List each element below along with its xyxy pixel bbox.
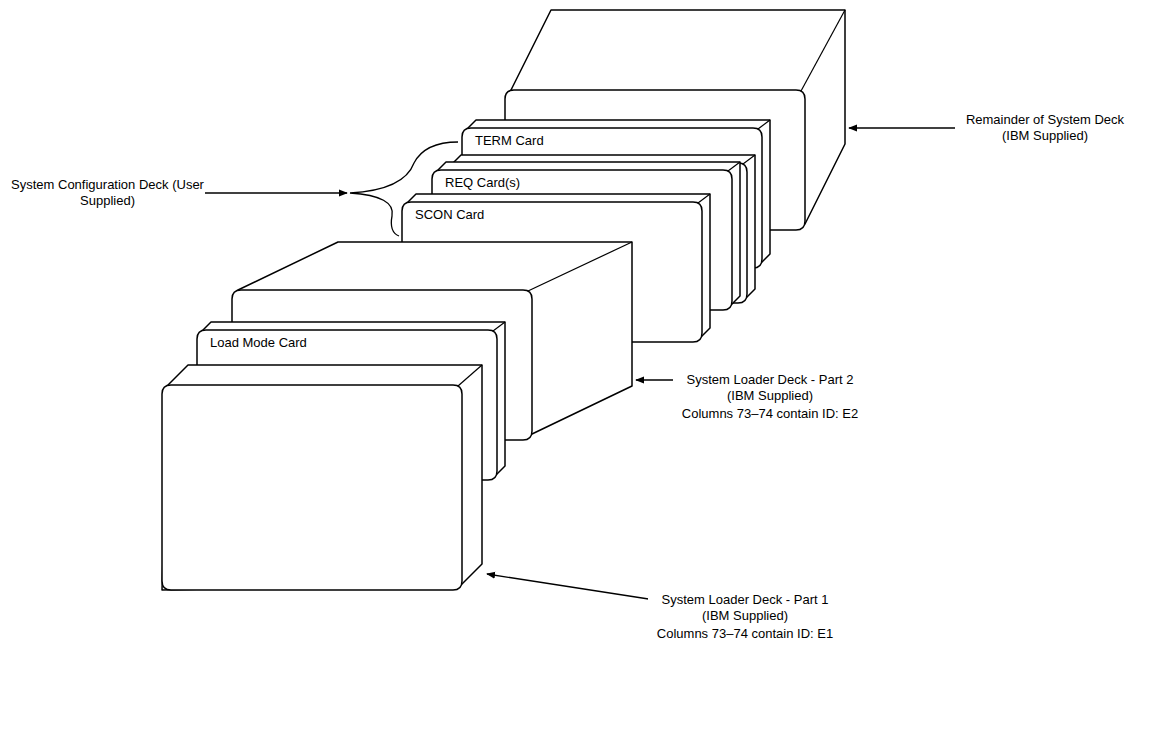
- card-label-box: Load Mode Card: [206, 333, 313, 353]
- deck-edge: [528, 242, 632, 291]
- card-label: REQ Card(s): [445, 175, 520, 191]
- id-note: Columns 73–74 contain ID: E2: [682, 406, 858, 422]
- deck-edge: [801, 10, 845, 91]
- leader-arrow: [849, 127, 955, 128]
- deck-edge: [728, 162, 740, 171]
- leader-arrow: [205, 192, 347, 193]
- card-label-box: REQ Card(s): [441, 173, 527, 193]
- card-label: Load Mode Card: [210, 335, 307, 351]
- card-label-box: SCON Card: [411, 205, 491, 225]
- deck-edge: [758, 120, 770, 129]
- deck-callout: System Loader Deck - Part 1 (IBM Supplie…: [648, 592, 843, 624]
- card-face: [162, 385, 462, 590]
- deck-body: [162, 365, 482, 590]
- deck-shapes: [162, 10, 845, 590]
- loader-deck-part1: [162, 365, 482, 590]
- deck-callout: System Configuration Deck (User Supplied…: [10, 177, 205, 209]
- deck-edge: [458, 365, 482, 386]
- deck-edge: [493, 322, 505, 331]
- leader-lines: [205, 128, 955, 600]
- card-label-box: TERM Card: [471, 131, 550, 151]
- deck-callout: System Loader Deck - Part 2 (IBM Supplie…: [673, 372, 868, 404]
- id-note: Columns 73–74 contain ID: E1: [657, 626, 833, 642]
- deck-edge: [743, 155, 755, 164]
- card-label: TERM Card: [475, 133, 544, 149]
- deck-callout: Remainder of System Deck (IBM Supplied): [958, 112, 1133, 144]
- deck-edge: [698, 194, 710, 203]
- card-label: SCON Card: [415, 207, 484, 223]
- leader-arrow: [487, 574, 655, 600]
